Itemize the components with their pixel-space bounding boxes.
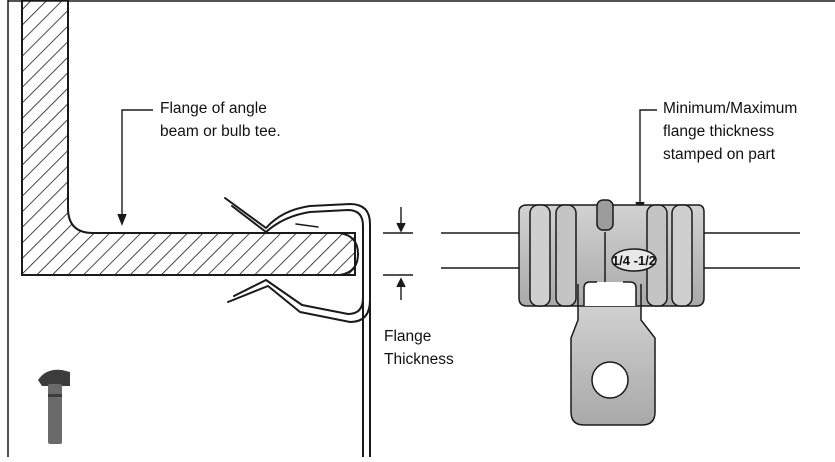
part-stamp-label: 1/4 -1/2 [612,253,656,268]
stamp-leader [635,109,657,214]
stamp-callout-line1: Minimum/Maximum [663,100,798,117]
thickness-label-line1: Flange [384,328,432,345]
stamp-callout-line2: flange thickness [663,123,775,140]
stamp-oval [611,248,657,272]
flange-callout-line2: beam or bulb tee. [160,123,281,140]
thickness-dimension [383,207,413,300]
flange-callout-line1: Flange of angle [160,100,267,117]
stamp-callout-line3: stamped on part [663,146,776,163]
frame [7,0,835,457]
hammer-icon [38,369,70,444]
angle-beam [21,0,356,276]
flange-leader [117,109,153,226]
thickness-label-line2: Thickness [384,351,454,368]
hanger-part [518,199,705,426]
spring-clip [224,197,371,458]
beam-flange-tip [339,232,360,276]
